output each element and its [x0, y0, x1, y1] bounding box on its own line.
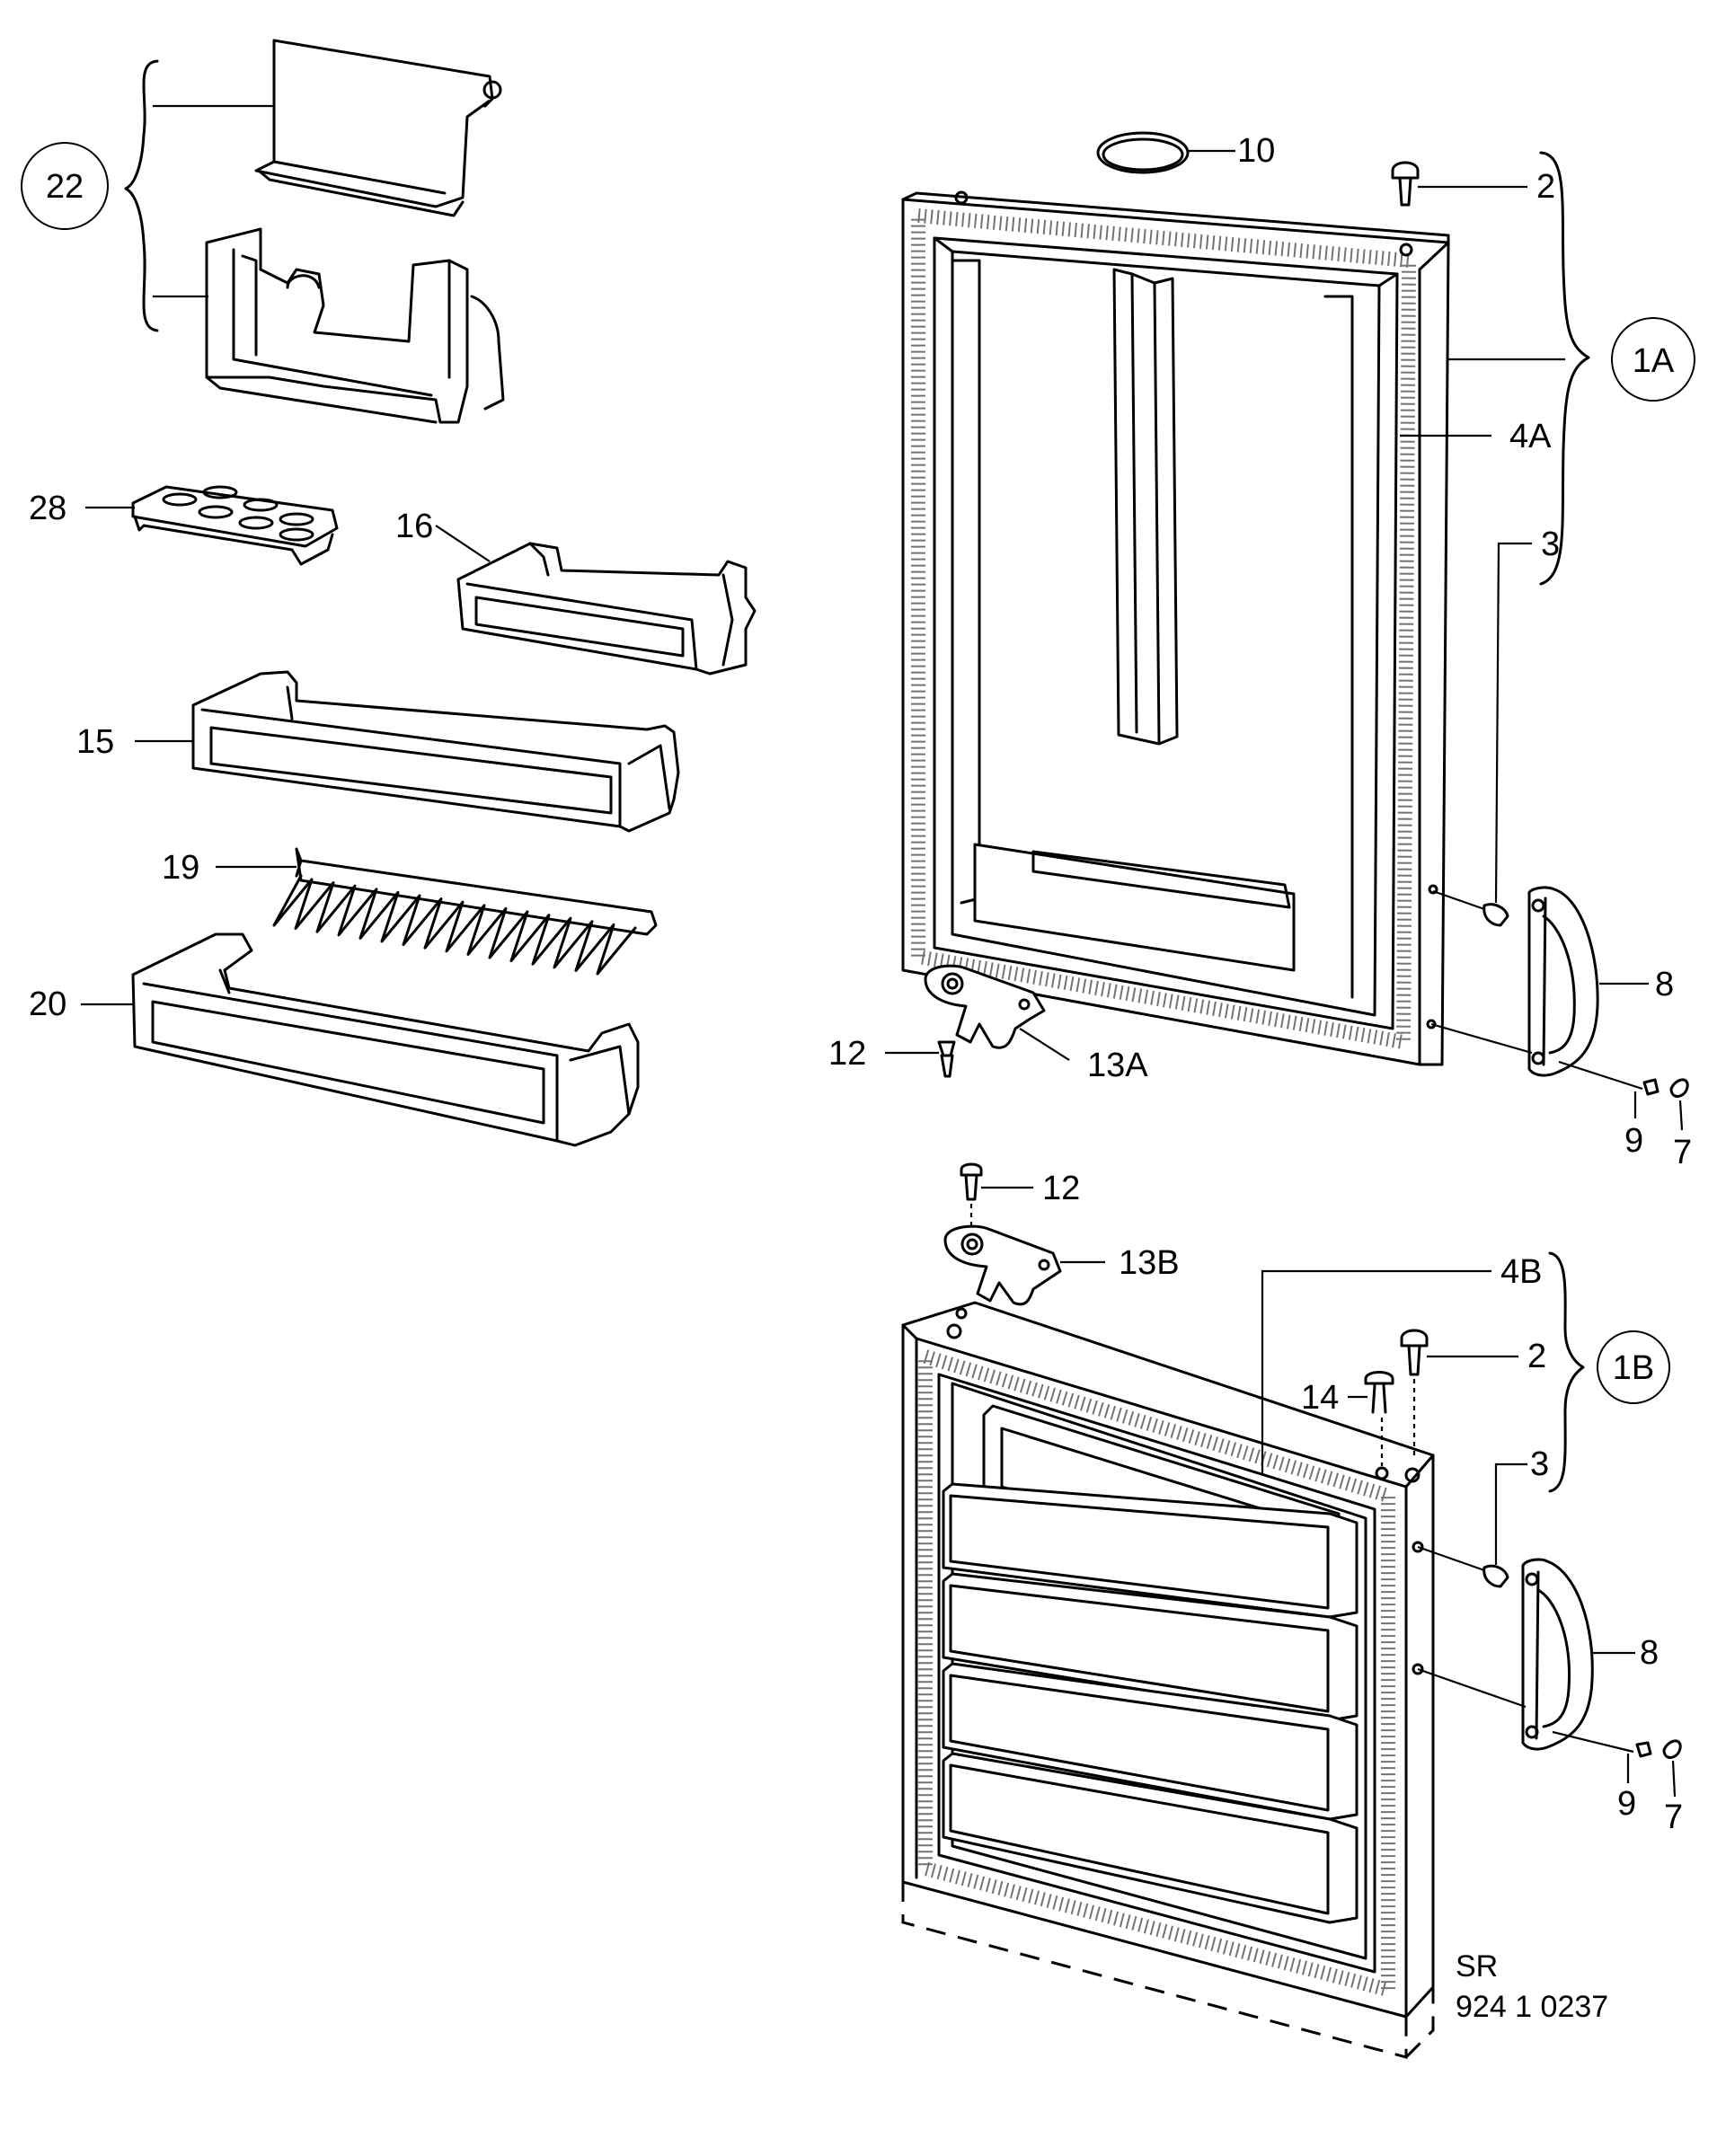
- callout-13b: 13B: [1119, 1244, 1180, 1282]
- callout-8-upper: 8: [1655, 966, 1674, 1003]
- part-28-egg-tray: [85, 485, 339, 566]
- freezer-bin-front-3: [949, 1674, 1330, 1812]
- callout-20: 20: [29, 985, 66, 1023]
- callout-8-lower: 8: [1640, 1634, 1659, 1672]
- part-10-ring: [1096, 131, 1235, 174]
- part-9-7-upper: [1558, 1060, 1689, 1131]
- part-20-bottle-shelf: [81, 932, 640, 1147]
- callout-2-upper: 2: [1536, 168, 1555, 206]
- freezer-bin-front-4: [949, 1763, 1330, 1915]
- part-2-hinge-pin-upper: [1391, 161, 1527, 207]
- upper-door-1a: [901, 190, 1450, 1066]
- part-9-7-lower: [1552, 1730, 1682, 1798]
- callout-4b: 4B: [1500, 1253, 1542, 1291]
- wire-zigzag: [272, 874, 637, 976]
- callout-12-upper: 12: [828, 1035, 866, 1073]
- callout-16: 16: [395, 508, 433, 545]
- callout-15: 15: [76, 723, 114, 761]
- part-13a-hinge-upper: [885, 964, 1070, 1078]
- part-22-butter-compartment: [21, 39, 505, 424]
- part-3-screw-upper: [1432, 542, 1532, 927]
- part-19-bottle-retainer: [216, 847, 658, 976]
- callout-12-lower: 12: [1042, 1170, 1080, 1207]
- callout-14: 14: [1301, 1379, 1339, 1417]
- callout-10: 10: [1237, 132, 1275, 170]
- freezer-bin-4: [942, 1752, 1359, 1924]
- wire-zigzag-path: [272, 874, 637, 976]
- callout-1b: 1B: [1613, 1349, 1654, 1387]
- callout-4a: 4A: [1509, 418, 1552, 455]
- lower-door-1b: [901, 1162, 1435, 2059]
- part-16-small-door-shelf: [435, 525, 757, 676]
- part-8-door-handle-lower: [1417, 1558, 1635, 1751]
- callout-13a: 13A: [1087, 1047, 1148, 1084]
- callout-3-upper: 3: [1541, 526, 1560, 563]
- freezer-bin-1: [942, 1482, 1359, 1619]
- callout-3-lower: 3: [1530, 1445, 1549, 1483]
- bracket-1a: [1400, 151, 1695, 586]
- leader-4b: [1261, 1269, 1491, 1473]
- part-14-plug: [1348, 1371, 1394, 1466]
- freezer-bin-2: [942, 1572, 1359, 1722]
- callout-22: 22: [46, 168, 84, 206]
- freezer-bins: [942, 1482, 1359, 1924]
- part-3-screw-lower: [1417, 1462, 1527, 1588]
- reference-code-line1: SR: [1456, 1949, 1498, 1984]
- callout-9-upper: 9: [1624, 1122, 1643, 1160]
- freezer-bin-front-1: [949, 1494, 1330, 1610]
- callout-1a: 1A: [1633, 342, 1675, 380]
- part-8-door-handle-upper: [1430, 886, 1649, 1077]
- callout-19: 19: [162, 849, 199, 887]
- callout-28: 28: [29, 490, 66, 527]
- reference-code-line2: 924 1 0237: [1456, 1990, 1608, 2024]
- callout-9-lower: 9: [1617, 1785, 1636, 1823]
- freezer-bin-3: [942, 1662, 1359, 1821]
- part-15-long-door-shelf: [135, 670, 680, 833]
- freezer-bin-front-2: [949, 1584, 1330, 1713]
- callout-2-lower: 2: [1527, 1338, 1546, 1375]
- callout-7-upper: 7: [1673, 1134, 1692, 1171]
- bracket-1b: [1548, 1251, 1670, 1493]
- callout-7-lower: 7: [1664, 1798, 1683, 1836]
- part-2-hinge-pin-lower: [1400, 1329, 1518, 1460]
